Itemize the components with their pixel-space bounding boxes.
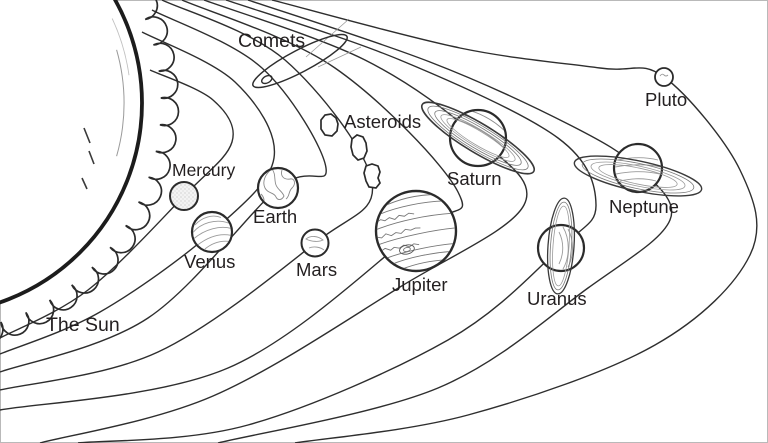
sun — [0, 0, 180, 340]
venus-cloud-bands — [192, 215, 233, 250]
orbit-venus — [0, 31, 276, 355]
planet-venus — [190, 210, 234, 254]
label-mercury: Mercury — [172, 160, 235, 180]
sun-flare-dashes — [81, 127, 95, 190]
sun-inner-arc — [116, 49, 125, 157]
label-neptune: Neptune — [609, 196, 679, 217]
planet-earth — [256, 166, 300, 210]
asteroid — [320, 113, 339, 137]
labels: Comets Asteroids Mercury Venus Earth Mar… — [46, 30, 687, 336]
label-earth: Earth — [253, 206, 297, 227]
label-asteroids: Asteroids — [344, 111, 421, 132]
orbit-uranus — [77, 0, 597, 443]
orbit-saturn — [39, 0, 528, 443]
comet-nucleus — [261, 74, 273, 85]
neptune-rings — [573, 155, 703, 197]
sun-inner-arc-2 — [111, 18, 130, 76]
planet-neptune — [573, 142, 703, 197]
asteroid — [363, 163, 381, 189]
pluto-surface-mark — [659, 73, 669, 77]
planet-mars — [300, 228, 330, 258]
orbit-earth — [0, 9, 327, 373]
planet-uranus — [536, 197, 586, 295]
orbit-neptune — [217, 0, 673, 443]
label-mars: Mars — [296, 259, 337, 280]
comet — [252, 18, 362, 89]
orbit-pluto — [271, 0, 758, 443]
planet-mercury — [169, 181, 199, 211]
label-sun: The Sun — [46, 314, 120, 336]
sun-corona-scallops — [0, 0, 180, 340]
asteroid — [350, 134, 368, 161]
uranus-rings — [546, 197, 576, 295]
sun-disk — [0, 0, 144, 305]
mars-surface-marks — [305, 236, 325, 251]
orbit-mars — [0, 0, 374, 391]
label-uranus: Uranus — [527, 288, 587, 309]
planet-pluto — [654, 67, 674, 87]
comet-tail-line — [317, 46, 362, 68]
label-venus: Venus — [184, 251, 235, 272]
planet-saturn — [420, 101, 536, 175]
label-jupiter: Jupiter — [392, 274, 448, 295]
label-pluto: Pluto — [645, 89, 687, 110]
label-saturn: Saturn — [447, 168, 502, 189]
label-comets: Comets — [238, 30, 305, 52]
orbit-mercury — [0, 69, 234, 339]
asteroid-belt — [320, 113, 381, 189]
planets — [169, 67, 703, 295]
planet-jupiter — [374, 189, 458, 273]
comet-body — [252, 33, 348, 89]
saturn-rings — [420, 101, 536, 175]
